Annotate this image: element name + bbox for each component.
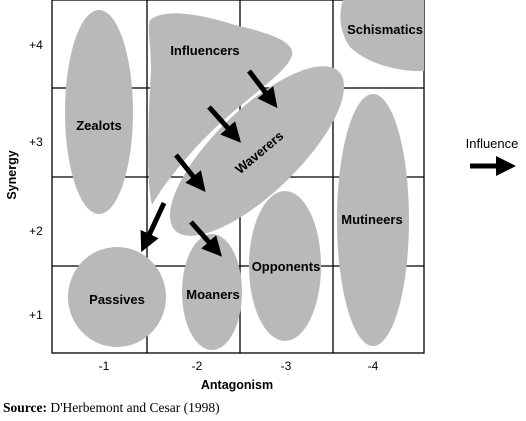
x-axis-title: Antagonism [201,378,273,392]
y-tick-label: +3 [29,135,43,149]
zealots-shape [65,10,133,214]
source-prefix: Source: [3,400,47,415]
opponents-shape [249,191,321,341]
arrow-icon [140,201,167,253]
arrow-icon [247,69,278,109]
x-tick-label: -2 [192,359,203,373]
schismatics-label: Schismatics [347,22,423,37]
mutineers-shape [337,94,409,346]
schismatics-shape [340,0,424,72]
region-shapes [65,0,424,350]
source-text: D'Herbemont and Cesar (1998) [50,400,220,415]
x-axis: -1 -2 -3 -4 Antagonism [99,359,379,392]
x-tick-label: -3 [281,359,292,373]
arrow-icon [207,105,242,143]
zealots-label: Zealots [76,118,122,133]
influencers-shape [148,13,293,206]
passives-shape [68,247,166,347]
arrow-icon [174,153,206,193]
y-tick-label: +1 [29,308,43,322]
influencers-label: Influencers [170,43,239,58]
influence-arrows [140,69,278,257]
moaners-label: Moaners [186,287,239,302]
moaners-shape [182,234,242,350]
waverers-shape [169,66,345,236]
opponents-label: Opponents [252,259,321,274]
x-tick-label: -1 [99,359,110,373]
y-tick-label: +4 [29,38,43,52]
y-axis: Synergy +4 +3 +2 +1 [5,38,43,322]
legend-label: Influence [466,136,519,151]
passives-label: Passives [89,292,145,307]
mutineers-label: Mutineers [341,212,402,227]
y-axis-title: Synergy [5,150,19,199]
source-note: Source: D'Herbemont and Cesar (1998) [3,400,220,416]
arrow-icon [189,220,222,257]
y-tick-label: +2 [29,224,43,238]
x-tick-label: -4 [368,359,379,373]
legend: Influence [466,136,519,176]
